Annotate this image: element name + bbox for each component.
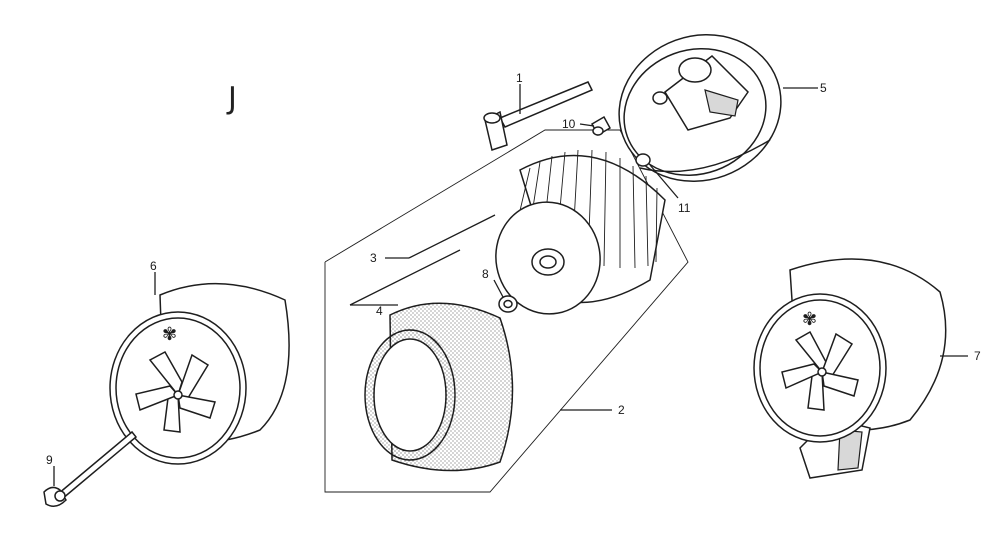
honda-wing-emblem: ✾: [162, 324, 177, 345]
callout-6: 6: [150, 259, 157, 273]
leader-lines: [53, 84, 968, 486]
callout-9: 9: [46, 453, 53, 467]
part-11-grommet: [635, 153, 651, 167]
honda-wing-emblem-right: ✾: [802, 309, 817, 330]
part-9-wing-bolt: [43, 430, 138, 507]
callout-10: 10: [562, 117, 576, 131]
part-5-housing-back: [618, 34, 782, 182]
section-letter: J: [226, 81, 237, 116]
part-3-filter-element: [495, 149, 666, 315]
callout-11: 11: [678, 201, 691, 215]
part-7-cover-snorkel: ✾: [753, 258, 947, 479]
callout-1: 1: [516, 71, 523, 85]
part-8-nut: [498, 295, 518, 313]
callout-2: 2: [618, 403, 625, 417]
part-10-pin: [590, 115, 612, 137]
part-4-foam-precleaner: [364, 302, 514, 472]
callout-7: 7: [974, 349, 981, 363]
callouts: 1 2 3 4 5 6 7 8 9 10 11: [46, 71, 981, 467]
part-1-rod: [483, 81, 594, 151]
callout-5: 5: [820, 81, 827, 95]
callout-8: 8: [482, 267, 489, 281]
callout-3: 3: [370, 251, 377, 265]
callout-4: 4: [376, 304, 383, 318]
kit-bracket: [324, 129, 689, 493]
part-6-cover: ✾: [109, 282, 290, 465]
